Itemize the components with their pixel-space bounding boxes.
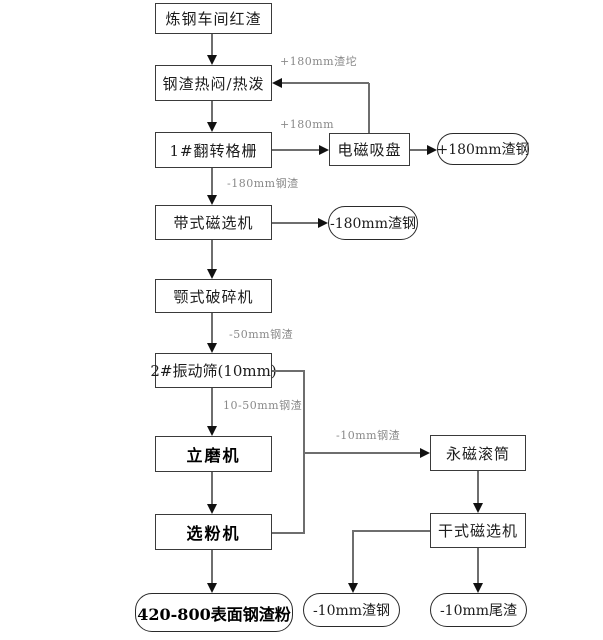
connector-mill-classifier <box>211 472 213 506</box>
node-powder-classifier: 选粉机 <box>155 514 272 550</box>
edge-label-10-50-slag: 10-50mm钢渣 <box>223 399 303 412</box>
edge-label-m50-slag: -50mm钢渣 <box>229 328 294 341</box>
node-magnet-drum: 永磁滚筒 <box>430 435 526 471</box>
arrowhead-into-p180steel <box>427 145 437 155</box>
edge-label-m180-slag: -180mm钢渣 <box>227 177 299 190</box>
node-electromagnet: 电磁吸盘 <box>329 133 410 166</box>
arrowhead-into-screen <box>207 343 217 353</box>
node-plus180-steel: +180mm渣钢 <box>437 133 530 165</box>
connector-feedback-vertical <box>368 83 370 133</box>
connector-feedback-horizontal <box>281 82 369 84</box>
arrowhead-into-magnet <box>319 145 329 155</box>
arrowhead-into-mill <box>207 426 217 436</box>
connector-redslag-hot <box>211 34 213 57</box>
node-minus10-steel: -10mm渣钢 <box>303 593 400 627</box>
node-minus180-steel: -180mm渣钢 <box>328 206 418 240</box>
arrowhead-into-hot <box>207 55 217 65</box>
connector-dry-m10steel-horizontal <box>352 530 430 532</box>
arrowhead-into-m10steel <box>348 583 358 593</box>
arrowhead-into-tailings <box>473 583 483 593</box>
arrowhead-into-belt <box>207 195 217 205</box>
node-product: 420-800表面钢渣粉 <box>135 593 293 632</box>
edge-label-p180: +180mm <box>280 118 335 131</box>
connector-drum-dry <box>477 471 479 505</box>
node-red-slag: 炼钢车间红渣 <box>155 3 272 34</box>
arrowhead-into-classifier <box>207 504 217 514</box>
node-jaw-crusher: 颚式破碎机 <box>155 279 272 313</box>
connector-branch-drum <box>303 452 422 454</box>
node-belt-separator: 带式磁选机 <box>155 205 272 240</box>
node-hot-treatment: 钢渣热闷/热泼 <box>155 65 272 101</box>
connector-grid-belt <box>211 168 213 197</box>
connector-dry-m10steel-vertical <box>352 530 354 585</box>
connector-jaw-screen <box>211 313 213 345</box>
connector-screen-mill <box>211 388 213 428</box>
connector-classifier-branch <box>272 532 304 534</box>
arrowhead-into-product <box>207 583 217 593</box>
edge-label-p180-lump: +180mm渣坨 <box>280 55 358 68</box>
connector-grid-magnet <box>272 149 321 151</box>
node-vibrating-screen: 2#振动筛(10mm) <box>150 353 277 388</box>
connector-belt-m180steel <box>272 222 320 224</box>
arrowhead-into-dry <box>473 503 483 513</box>
arrowhead-into-drum <box>420 448 430 458</box>
connector-hot-grid <box>211 101 213 124</box>
edge-label-m10-slag: -10mm钢渣 <box>336 429 401 442</box>
connector-dry-tailings <box>477 548 479 585</box>
connector-classifier-product <box>211 550 213 585</box>
arrowhead-into-m180steel <box>318 218 328 228</box>
node-dry-separator: 干式磁选机 <box>430 513 526 548</box>
arrowhead-into-jaw <box>207 269 217 279</box>
connector-screen-branch <box>272 370 304 372</box>
arrowhead-into-hot-feedback <box>272 78 282 88</box>
arrowhead-into-grid <box>207 122 217 132</box>
node-flip-grid: 1#翻转格栅 <box>155 132 272 168</box>
connector-belt-jaw <box>211 240 213 271</box>
node-vertical-mill: 立磨机 <box>155 436 272 472</box>
connector-magnet-p180steel <box>410 149 429 151</box>
node-minus10-tailings: -10mm尾渣 <box>430 593 527 627</box>
